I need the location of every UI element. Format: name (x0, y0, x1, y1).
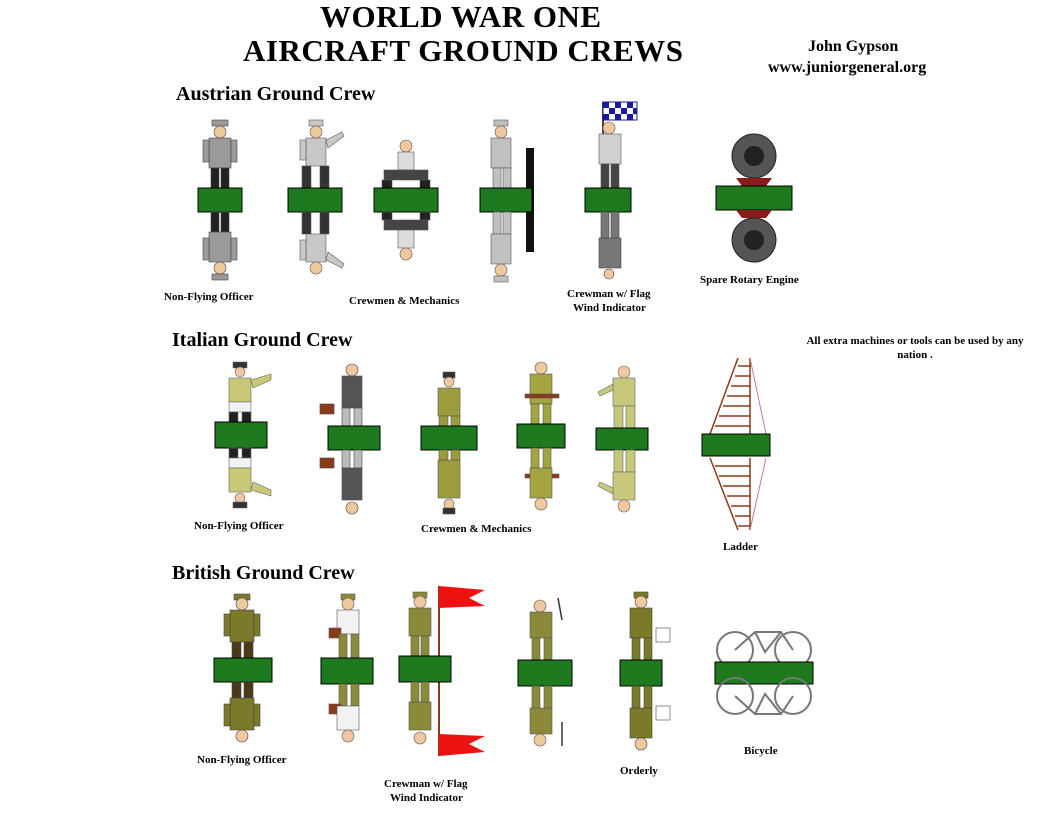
author-website: www.juniorgeneral.org (768, 59, 927, 76)
austrian-flag-crewman-figure (584, 98, 641, 280)
bicycle-figure (714, 624, 815, 720)
checkered-flag-icon (602, 101, 638, 121)
austrian-officer-label: Non-Flying Officer (164, 291, 254, 303)
rotary-engine-icon (731, 133, 777, 186)
austrian-section-title: Austrian Ground Crew (176, 83, 376, 105)
document-icon (655, 627, 671, 643)
austrian-crewman-1-figure (287, 118, 348, 280)
title-line-1: WORLD WAR ONE (320, 0, 602, 34)
austrian-crewman-2-figure (373, 138, 439, 261)
engine-label: Spare Rotary Engine (700, 274, 799, 286)
author-name: John Gypson (808, 38, 899, 55)
ladder-label: Ladder (723, 541, 758, 553)
british-section-title: British Ground Crew (172, 562, 355, 584)
ladder-figure (701, 356, 771, 532)
italian-crewman-4-figure (595, 362, 650, 516)
italian-section-title: Italian Ground Crew (172, 329, 353, 351)
rotary-engine-figure (715, 128, 793, 268)
british-flag-label-line1: Crewman w/ Flag (384, 778, 468, 790)
title-line-2: AIRCRAFT GROUND CREWS (243, 33, 684, 68)
british-flag-label-line2: Wind Indicator (390, 792, 463, 804)
british-officer-figure (213, 592, 274, 744)
austrian-flag-label-line1: Crewman w/ Flag (567, 288, 651, 300)
austrian-crewman-3-figure (479, 118, 544, 284)
ladder-icon (709, 357, 767, 531)
italian-crewman-2-figure (420, 370, 479, 516)
british-crewman-2-figure (517, 596, 574, 748)
austrian-flag-label-line2: Wind Indicator (573, 302, 646, 314)
italian-crewman-1-figure (318, 360, 381, 516)
british-officer-label: Non-Flying Officer (197, 754, 287, 766)
orderly-label: Orderly (620, 765, 658, 777)
italian-officer-label: Non-Flying Officer (194, 520, 284, 532)
italian-officer-figure (214, 360, 275, 510)
british-orderly-figure (619, 590, 676, 758)
italian-crewman-3-figure (516, 358, 567, 514)
red-flag-icon (439, 586, 485, 608)
british-crewman-1-figure (320, 592, 375, 744)
italian-crewmen-label: Crewmen & Mechanics (421, 523, 532, 535)
bicycle-icon (716, 631, 812, 669)
austrian-officer-figure (195, 118, 245, 281)
british-flag-crewman-figure (398, 584, 489, 760)
bicycle-label: Bicycle (744, 745, 778, 757)
austrian-crewmen-label: Crewmen & Mechanics (349, 295, 460, 307)
general-note: All extra machines or tools can be used … (806, 335, 1024, 361)
